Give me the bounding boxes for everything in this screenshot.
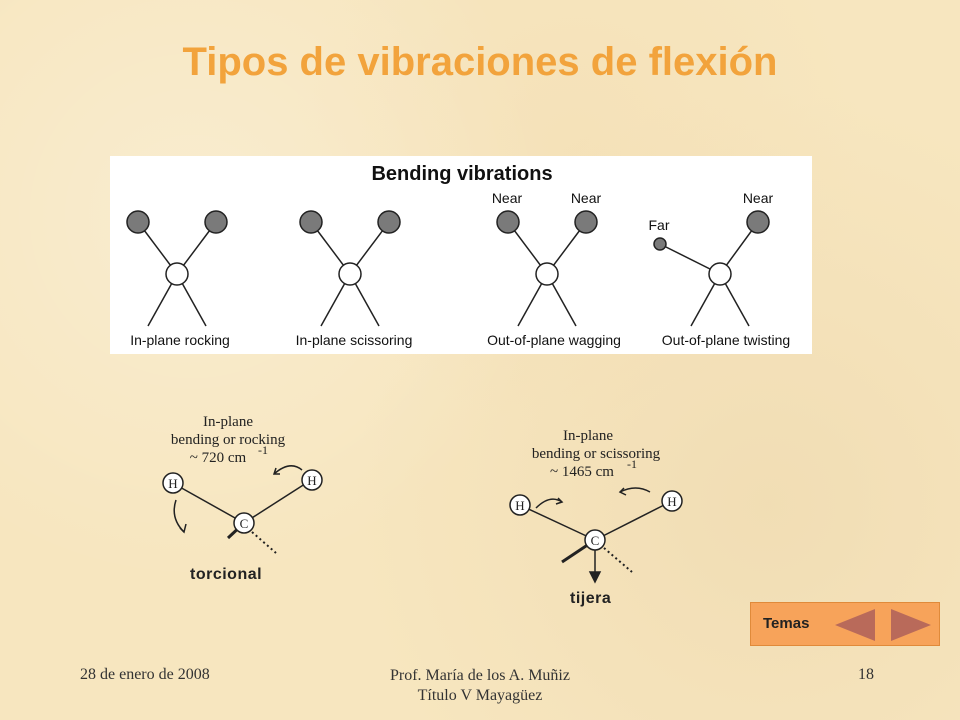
mode-label-twisting: Out-of-plane twisting [662, 332, 790, 348]
rotation-arrow-left [173, 499, 185, 533]
figure-heading: Bending vibrations [371, 163, 552, 185]
atom-right [574, 210, 598, 234]
atom-center [708, 262, 732, 286]
footer-program: Título V Mayagüez [417, 687, 543, 704]
footer-date: 28 de enero de 2008 [80, 666, 210, 683]
note-near-right: Near [571, 190, 602, 206]
page-number: 18 [858, 666, 874, 683]
footer-author-name: Prof. María de los A. Muñiz [390, 667, 570, 684]
temas-link[interactable]: Temas [763, 615, 810, 632]
atom-h-right [661, 490, 683, 512]
rotation-arrow-right [273, 465, 303, 475]
atom-c-label: C [240, 516, 249, 531]
scissoring-line3: ~ 1465 cm [550, 464, 614, 480]
mode-rocking [126, 210, 228, 327]
atom-center [338, 262, 362, 286]
atom-c-label: C [591, 533, 600, 548]
atom-h-left-label: H [168, 476, 177, 491]
atom-left [299, 210, 323, 234]
navigation-panel: Temas [750, 602, 940, 646]
atom-left [126, 210, 150, 234]
scissoring-exponent: -1 [627, 457, 637, 471]
next-arrow-icon[interactable] [889, 607, 933, 643]
scissoring-line2: bending or scissoring [532, 446, 661, 462]
caption-tijera: tijera [570, 590, 612, 607]
mode-twisting [653, 210, 770, 327]
scissoring-line1: In-plane [563, 428, 613, 444]
previous-arrow-icon[interactable] [833, 607, 877, 643]
rocking-line3: ~ 720 cm [190, 450, 247, 466]
scissor-arrow-right [619, 487, 651, 493]
atom-h-left [162, 472, 184, 494]
atom-h-right-label: H [667, 494, 676, 509]
rocking-diagram: In-plane bending or rocking ~ 720 cm -1 … [140, 410, 340, 575]
atom-right [204, 210, 228, 234]
note-far: Far [649, 217, 670, 233]
mode-scissoring [299, 210, 401, 327]
atom-c [584, 529, 606, 551]
mode-label-rocking: In-plane rocking [130, 332, 230, 348]
atom-left [496, 210, 520, 234]
atom-far [653, 237, 667, 251]
atom-center [535, 262, 559, 286]
rocking-exponent: -1 [258, 443, 268, 457]
atom-h-right-label: H [307, 473, 316, 488]
atom-near [746, 210, 770, 234]
scissoring-diagram: In-plane bending or scissoring ~ 1465 cm… [500, 424, 700, 594]
atom-h-left [509, 494, 531, 516]
note-near: Near [743, 190, 774, 206]
slide-title: Tipos de vibraciones de flexión [182, 40, 778, 84]
rocking-line2: bending or rocking [171, 432, 286, 448]
atom-c [233, 512, 255, 534]
atom-h-right [301, 469, 323, 491]
atom-right [377, 210, 401, 234]
mode-label-scissoring: In-plane scissoring [296, 332, 413, 348]
atom-center [165, 262, 189, 286]
note-near-left: Near [492, 190, 523, 206]
atom-h-left-label: H [515, 498, 524, 513]
caption-torcional: torcional [190, 566, 263, 583]
mode-wagging [496, 210, 598, 327]
bending-vibrations-figure: Bending vibrations In-plane rocking In-p… [110, 156, 812, 354]
rocking-line1: In-plane [203, 414, 253, 430]
footer-author: Prof. María de los A. Muñiz Título V May… [330, 666, 630, 706]
mode-label-wagging: Out-of-plane wagging [487, 332, 621, 348]
